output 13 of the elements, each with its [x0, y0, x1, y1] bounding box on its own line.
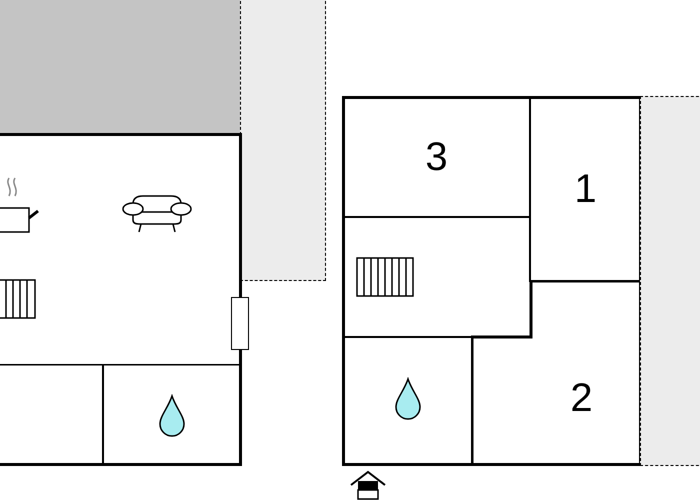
room — [471, 280, 642, 466]
room — [0, 364, 104, 466]
room — [342, 96, 531, 218]
room-number: 2 — [570, 378, 593, 418]
stair-room — [342, 216, 531, 338]
floor-plan-outline — [342, 96, 642, 466]
room-number: 3 — [425, 137, 448, 177]
room-number: 1 — [574, 169, 597, 209]
floor-plan-outline — [0, 133, 242, 466]
outdoor-area — [240, 0, 326, 281]
terrace-area — [0, 0, 240, 136]
bathroom — [102, 364, 242, 466]
outdoor-area — [640, 96, 700, 466]
